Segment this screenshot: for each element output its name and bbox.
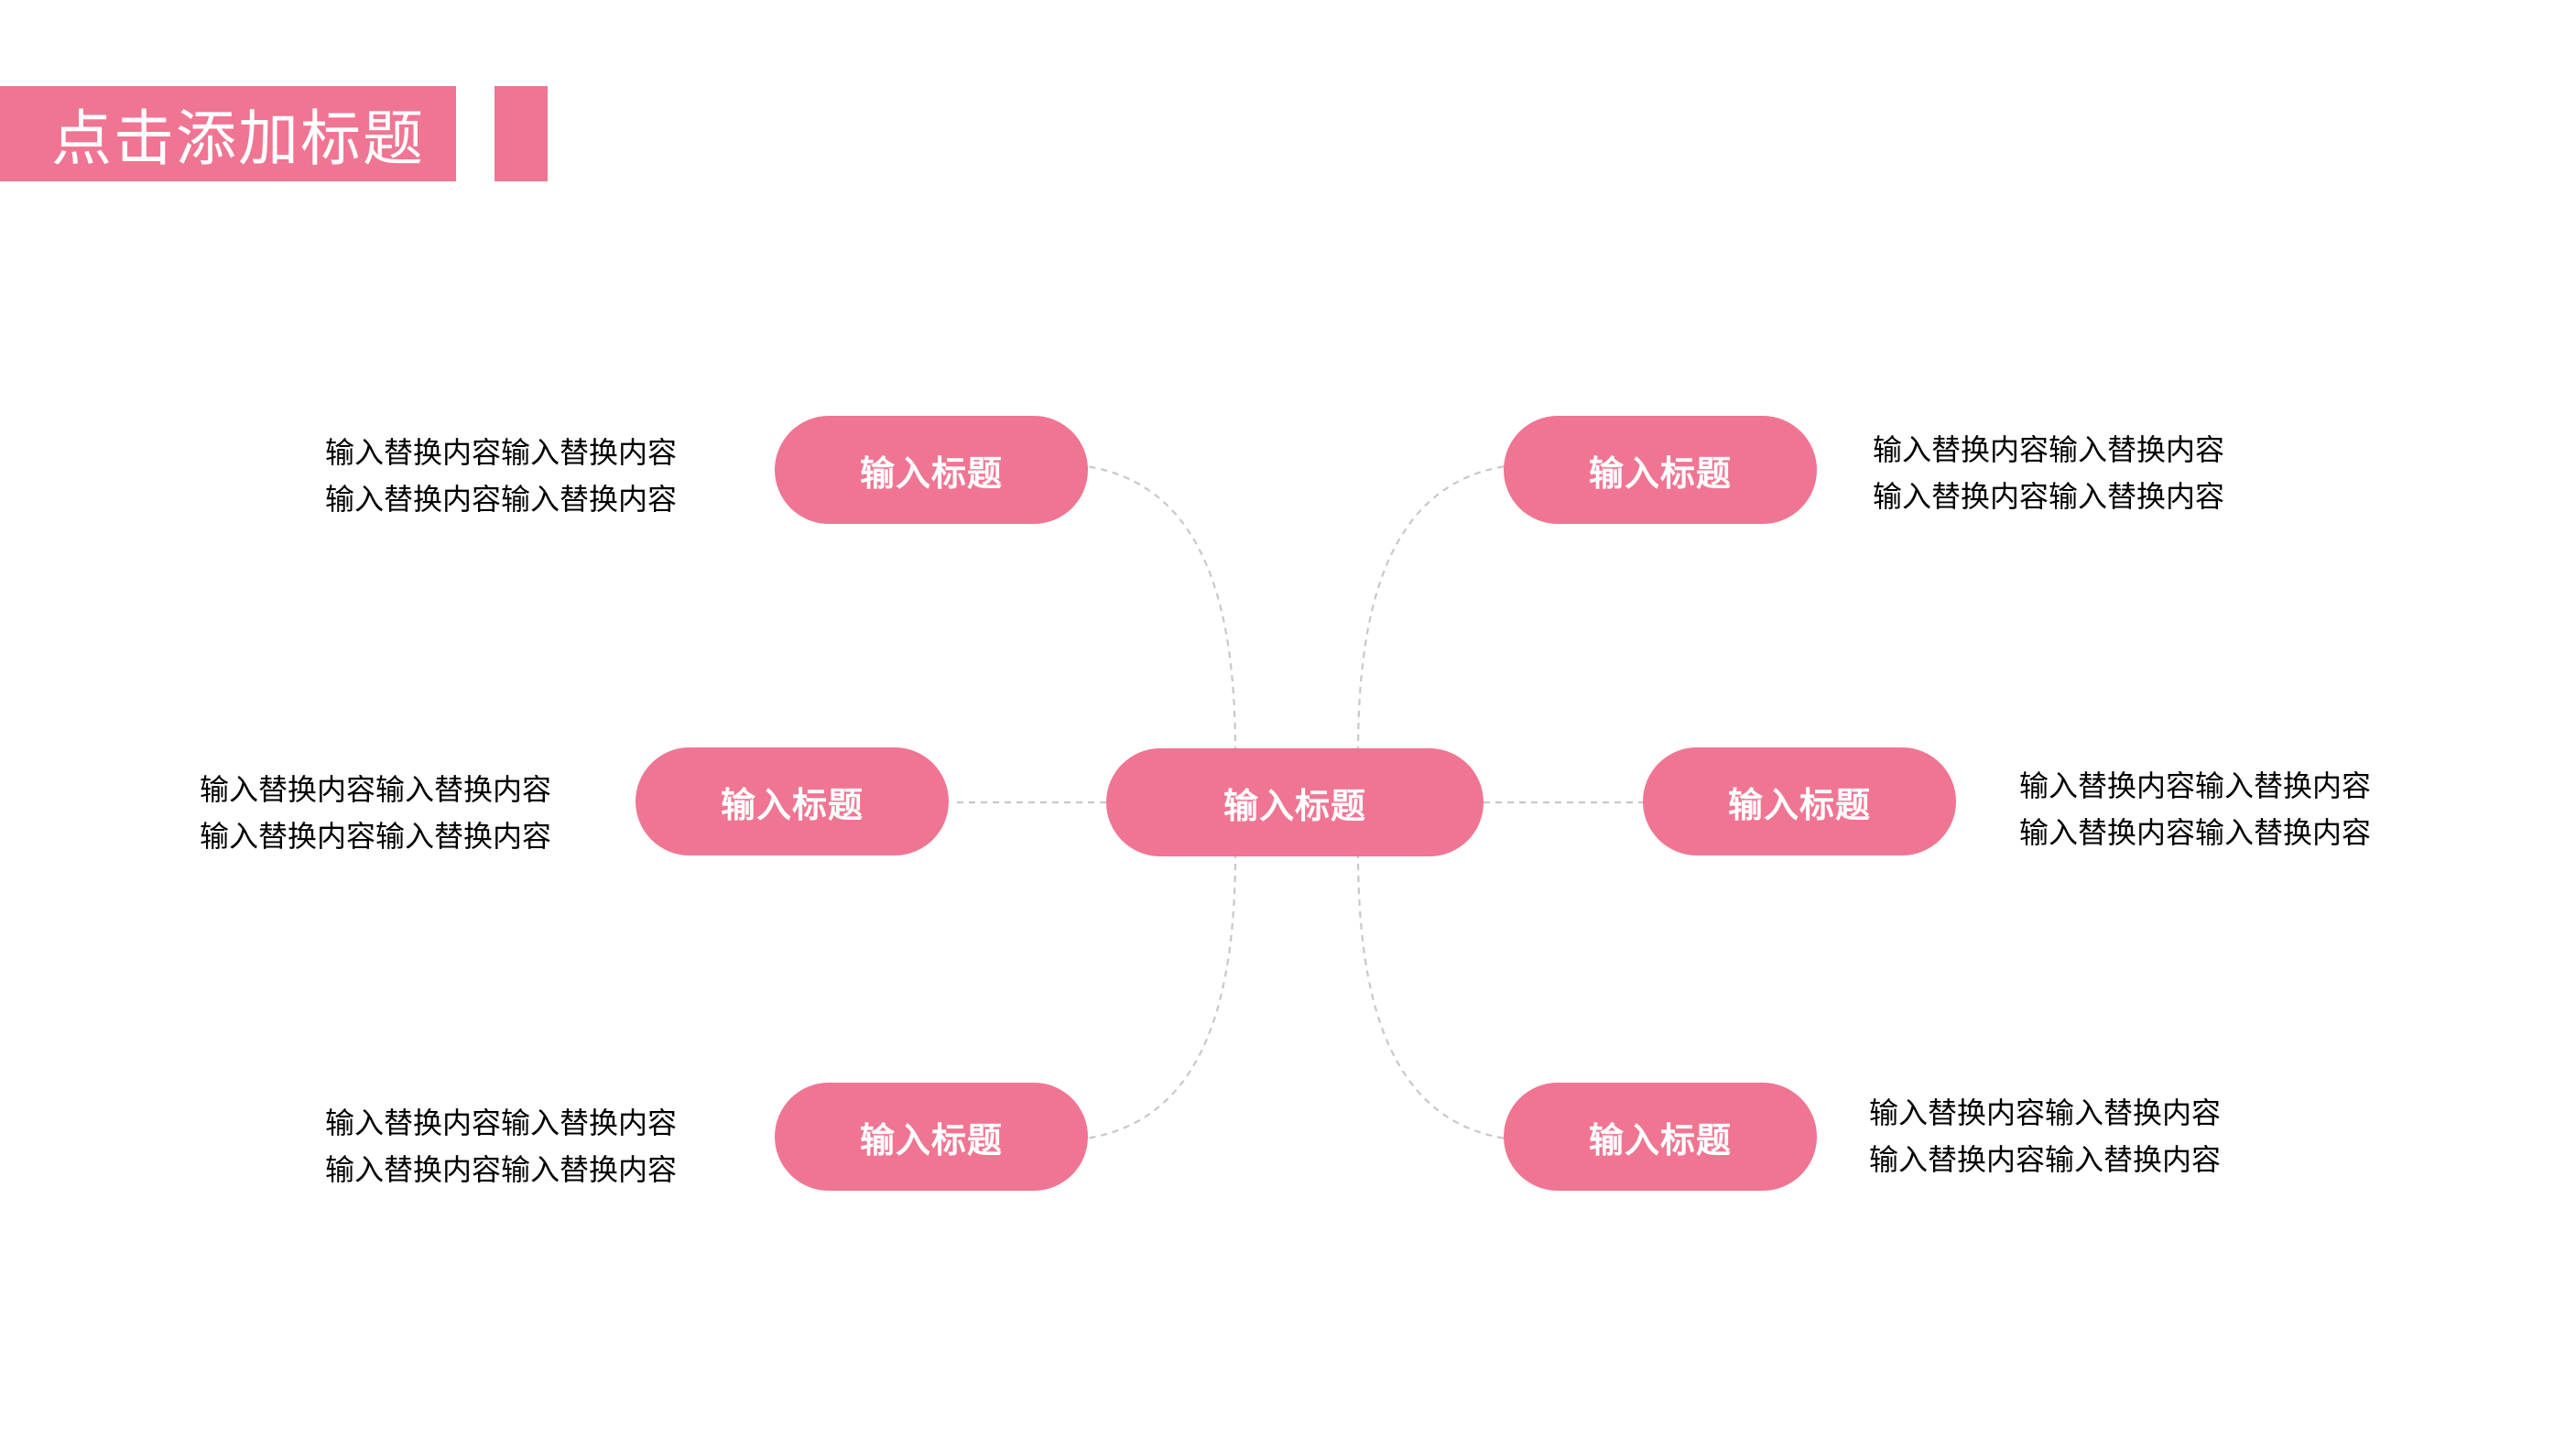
desc-line: 输入替换内容输入替换内容: [200, 772, 552, 807]
branch-label: 输入标题: [859, 452, 1003, 494]
page-title[interactable]: 点击添加标题: [51, 104, 425, 174]
desc-line: 输入替换内容输入替换内容: [200, 819, 552, 854]
desc-line: 输入替换内容输入替换内容: [2019, 768, 2372, 803]
title-banner: 点击添加标题: [0, 86, 456, 181]
desc-line: 输入替换内容输入替换内容: [1869, 1095, 2222, 1130]
desc-line: 输入替换内容输入替换内容: [2019, 815, 2372, 850]
desc-line: 输入替换内容输入替换内容: [325, 1106, 678, 1140]
connector-bottom-left: [1085, 851, 1237, 1140]
branch-node-middle-right[interactable]: 输入标题: [1643, 747, 1956, 855]
branch-desc-middle-right: 输入替换内容输入替换内容 输入替换内容输入替换内容: [2019, 763, 2422, 864]
branch-label: 输入标题: [1727, 784, 1871, 825]
branch-node-top-right[interactable]: 输入标题: [1504, 416, 1817, 524]
branch-node-middle-left[interactable]: 输入标题: [636, 747, 949, 855]
branch-node-top-left[interactable]: 输入标题: [775, 416, 1088, 524]
branch-desc-middle-left: 输入替换内容输入替换内容 输入替换内容输入替换内容: [200, 767, 603, 867]
branch-label: 输入标题: [859, 1119, 1003, 1160]
center-node[interactable]: 输入标题: [1106, 748, 1484, 856]
desc-line: 输入替换内容输入替换内容: [325, 435, 678, 470]
branch-desc-bottom-left: 输入替换内容输入替换内容 输入替换内容输入替换内容: [325, 1100, 728, 1201]
connector-top-left: [1085, 464, 1237, 754]
connector-bottom-right: [1356, 851, 1506, 1140]
branch-label: 输入标题: [1588, 452, 1732, 494]
desc-line: 输入替换内容输入替换内容: [1869, 1142, 2222, 1177]
desc-line: 输入替换内容输入替换内容: [1873, 479, 2225, 514]
branch-desc-bottom-right: 输入替换内容输入替换内容 输入替换内容输入替换内容: [1869, 1090, 2272, 1191]
center-node-label: 输入标题: [1223, 785, 1366, 826]
branch-label: 输入标题: [720, 784, 864, 825]
desc-line: 输入替换内容输入替换内容: [325, 482, 678, 517]
branch-node-bottom-right[interactable]: 输入标题: [1504, 1083, 1817, 1191]
branch-label: 输入标题: [1588, 1119, 1732, 1160]
branch-node-bottom-left[interactable]: 输入标题: [775, 1083, 1088, 1191]
branch-desc-top-left: 输入替换内容输入替换内容 输入替换内容输入替换内容: [325, 430, 728, 530]
connector-top-right: [1356, 464, 1506, 754]
title-accent-block: [495, 86, 548, 181]
branch-desc-top-right: 输入替换内容输入替换内容 输入替换内容输入替换内容: [1873, 427, 2276, 528]
desc-line: 输入替换内容输入替换内容: [1873, 432, 2225, 467]
desc-line: 输入替换内容输入替换内容: [325, 1152, 678, 1187]
